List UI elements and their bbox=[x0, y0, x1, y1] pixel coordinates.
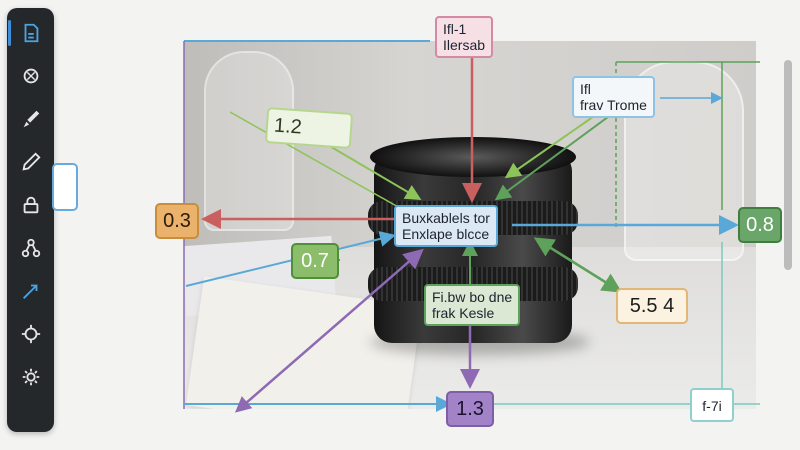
tool-pen[interactable] bbox=[14, 145, 48, 179]
label-lower-center[interactable]: Fi.bw bo dne frak Kesle bbox=[424, 284, 521, 326]
cursor-icon bbox=[22, 284, 37, 299]
value-badge-1-3[interactable]: 1.3 bbox=[446, 391, 494, 427]
vertical-scrollbar[interactable] bbox=[784, 60, 792, 270]
tool-lock[interactable] bbox=[14, 188, 48, 222]
tool-brush[interactable] bbox=[14, 102, 48, 136]
tool-shape[interactable] bbox=[14, 59, 48, 93]
settings-icon bbox=[22, 368, 39, 386]
lock-icon bbox=[23, 196, 38, 214]
shape-icon bbox=[23, 68, 38, 84]
panel-resize-handle[interactable] bbox=[52, 163, 78, 211]
value-badge-1-2[interactable]: 1.2 bbox=[264, 107, 354, 149]
pen-icon bbox=[21, 152, 41, 171]
value-badge-0-7[interactable]: 0.7 bbox=[291, 243, 339, 279]
brush-icon bbox=[23, 110, 39, 128]
value-badge-0-3[interactable]: 0.3 bbox=[155, 203, 199, 239]
tool-document[interactable] bbox=[7, 16, 48, 50]
network-icon bbox=[21, 238, 40, 258]
gear-icon bbox=[21, 324, 40, 344]
tool-gear[interactable] bbox=[14, 317, 48, 351]
tool-network[interactable] bbox=[14, 231, 48, 265]
label-bottom-right[interactable]: f-7i bbox=[690, 388, 734, 422]
document-icon bbox=[24, 23, 38, 43]
value-badge-5-5-4[interactable]: 5.5 4 bbox=[616, 288, 688, 324]
value-badge-0-8[interactable]: 0.8 bbox=[738, 207, 782, 243]
tool-cursor[interactable] bbox=[14, 274, 48, 308]
label-top-center[interactable]: Ifl-1 Ilersab bbox=[435, 16, 494, 58]
tool-sidebar bbox=[7, 8, 54, 432]
label-top-right[interactable]: Ifl frav Trome bbox=[572, 76, 655, 118]
tool-settings[interactable] bbox=[14, 360, 48, 394]
label-center-main[interactable]: Buxkablels tor Enxlape blcce bbox=[394, 205, 498, 247]
